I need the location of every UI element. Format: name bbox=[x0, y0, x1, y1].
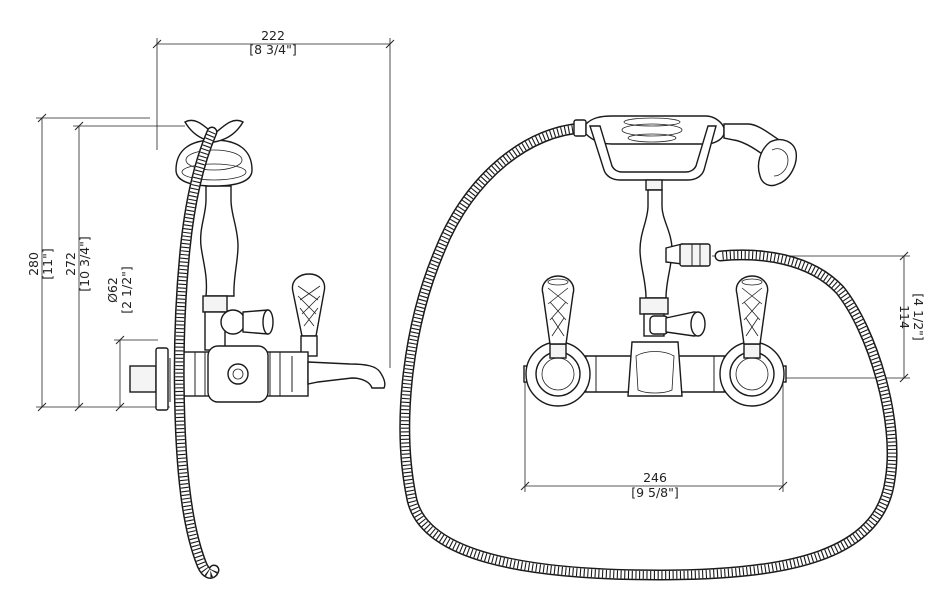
dimension-height-cradle-mm: 272 bbox=[63, 252, 78, 276]
front-hose bbox=[400, 124, 897, 579]
dimension-width-inch: [8 3/4"] bbox=[249, 42, 297, 57]
dimension-outlet-height-mm: 114 bbox=[897, 305, 912, 329]
front-column bbox=[639, 189, 673, 299]
dimension-height-total: 280 [11"] bbox=[26, 113, 170, 412]
dimension-height-cradle-inch: [10 3/4"] bbox=[77, 236, 92, 292]
front-cradle bbox=[589, 125, 717, 181]
wall-rosette bbox=[155, 347, 169, 411]
front-view bbox=[399, 115, 898, 581]
column-nut bbox=[202, 295, 228, 313]
center-block bbox=[627, 341, 683, 397]
side-handle bbox=[291, 273, 326, 337]
wall-flange bbox=[129, 365, 157, 393]
outlet-connector bbox=[679, 243, 711, 267]
dimension-flange-diameter-inch: [2 1/2"] bbox=[119, 266, 134, 314]
dimension-height-total-inch: [11"] bbox=[40, 248, 55, 279]
dimension-outlet-height-inch: [4 1/2"] bbox=[911, 293, 926, 341]
dimension-flange-diameter: Ø62 [2 1/2"] bbox=[105, 266, 158, 412]
dimension-centers: 246 [9 5/8"] bbox=[520, 380, 788, 500]
dimension-centers-inch: [9 5/8"] bbox=[631, 485, 679, 500]
dimension-width-mm: 222 bbox=[261, 28, 285, 43]
dimension-centers-mm: 246 bbox=[643, 470, 667, 485]
dimension-flange-diameter-mm: Ø62 bbox=[105, 277, 120, 303]
side-view bbox=[129, 119, 386, 579]
diverter-lever bbox=[649, 311, 706, 337]
dimension-width-top: 222 [8 3/4"] bbox=[152, 28, 395, 368]
diverter-knob bbox=[220, 309, 246, 335]
spout bbox=[307, 361, 386, 389]
handshower bbox=[573, 115, 797, 187]
dimension-height-total-mm: 280 bbox=[26, 252, 41, 276]
cradle-column bbox=[199, 185, 239, 297]
left-valve bbox=[523, 275, 591, 407]
right-valve bbox=[719, 275, 787, 407]
dimension-height-cradle: 272 [10 3/4"] bbox=[63, 121, 185, 412]
